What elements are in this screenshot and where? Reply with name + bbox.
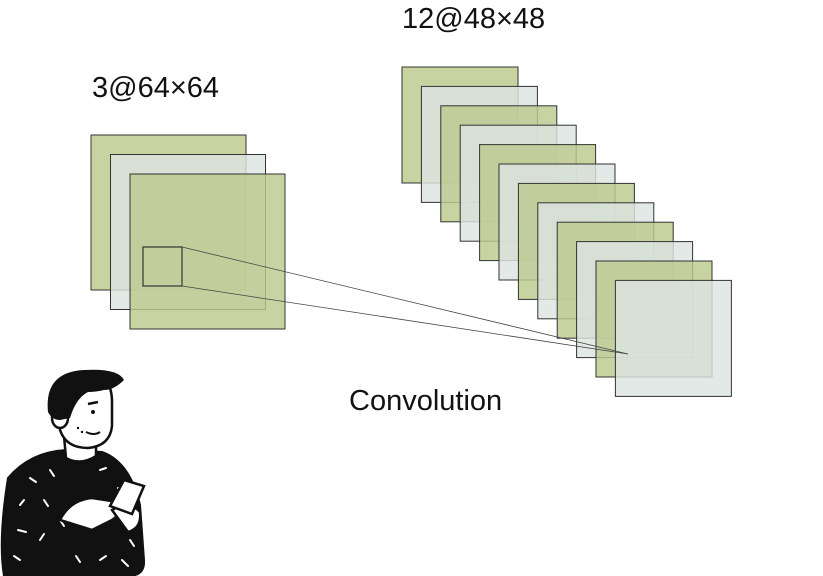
output-feature-stack <box>401 66 732 397</box>
projection-line-bottom <box>181 285 629 355</box>
input-layer-3 <box>129 173 286 330</box>
input-shape-label: 3@64×64 <box>92 72 219 104</box>
input-feature-stack <box>90 134 286 330</box>
output-layer-12 <box>614 279 732 397</box>
kernel-window <box>142 246 183 287</box>
person-icon <box>0 369 146 576</box>
operation-label: Convolution <box>349 385 502 417</box>
output-shape-label: 12@48×48 <box>402 3 545 35</box>
projection-line-top <box>181 246 629 355</box>
